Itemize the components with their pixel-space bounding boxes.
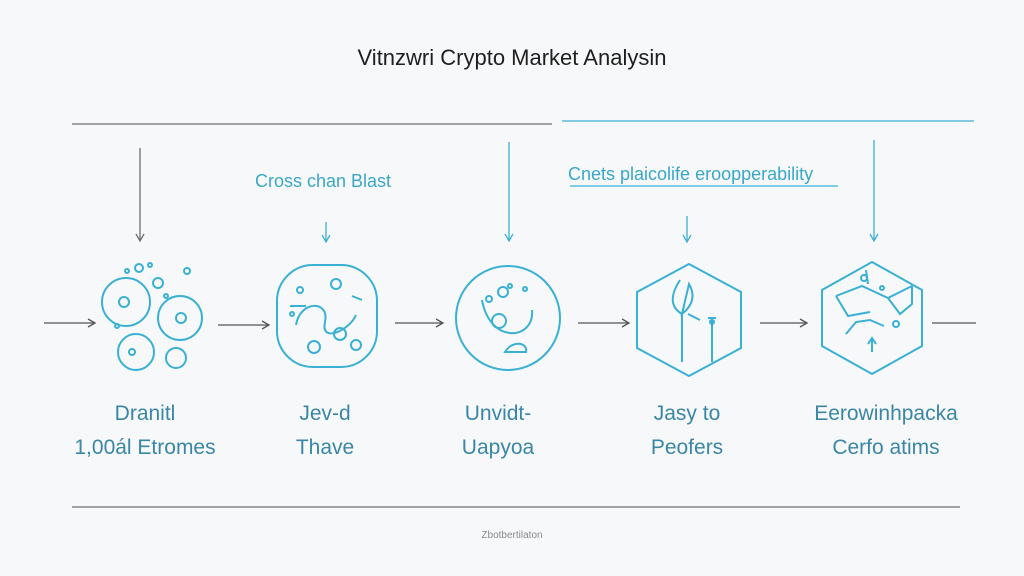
flow-arrow-5 (760, 318, 809, 328)
coins-cluster-icon (101, 262, 203, 371)
circuit-gears-icon (276, 264, 378, 368)
down-arrow-5 (869, 140, 879, 243)
down-arrow-1 (135, 148, 145, 243)
stage-label-4: Jasy to Peofers (587, 397, 787, 465)
stage-4-line-1: Jasy to (653, 402, 721, 425)
stage-label-1: Dranitl 1,00ál Etromes (45, 397, 245, 465)
stage-3-line-2: Uapyoa (461, 436, 535, 459)
stage-label-3: Unvidt- Uapyoa (398, 397, 598, 465)
down-arrow-3 (504, 142, 514, 243)
down-arrow-4 (682, 216, 692, 244)
coin-circle-icon (455, 265, 561, 371)
hexagon-network-icon (821, 260, 923, 376)
flow-arrow-2 (218, 320, 271, 330)
stage-4-line-2: Peofers (650, 436, 724, 459)
annotation-right: Cnets plaicolife eroopperability (568, 164, 814, 184)
stage-label-5: Eerowinhpacka Cerfo atims (786, 397, 986, 465)
flow-arrow-1 (44, 318, 97, 328)
stage-1-line-1: Dranitl (114, 402, 176, 425)
flow-arrow-3 (395, 318, 445, 328)
stage-label-2: Jev-d Thave (225, 397, 425, 465)
annotation-left: Cross chan Blast (255, 171, 392, 191)
page-title: Vitnzwri Crypto Market Analysin (357, 45, 667, 70)
hexagon-tool-icon (636, 262, 742, 378)
flow-arrow-4 (578, 318, 631, 328)
down-arrow-2 (321, 222, 331, 244)
stage-3-line-1: Unvidt- (464, 402, 532, 425)
footer-caption: Zbotbertilaton (481, 530, 543, 541)
stage-5-line-2: Cerfo atims (832, 436, 940, 459)
stage-2-line-1: Jev-d (299, 402, 351, 425)
stage-5-line-1: Eerowinhpacka (814, 402, 958, 425)
stage-2-line-2: Thave (295, 436, 355, 459)
stage-1-line-2: 1,00ál Etromes (74, 436, 216, 459)
